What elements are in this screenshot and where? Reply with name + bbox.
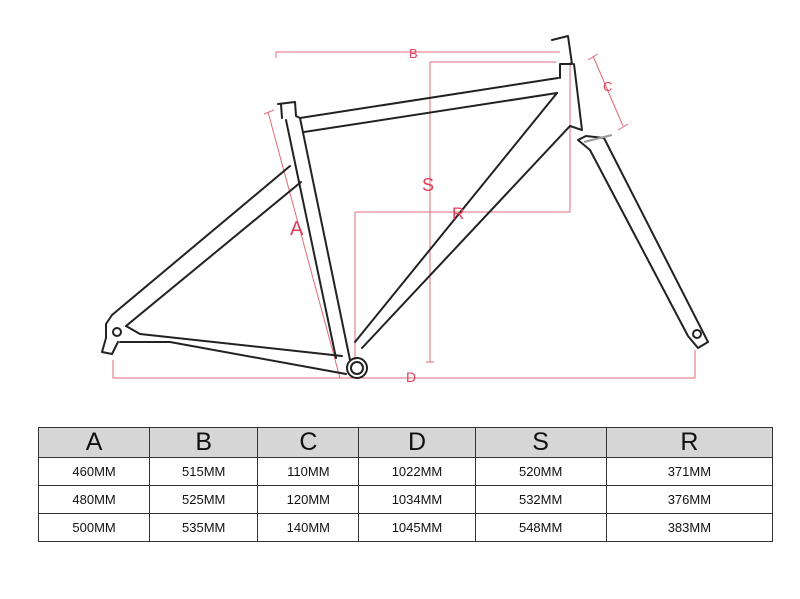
table-cell: 500MM	[37, 513, 151, 542]
table-cell: 110MM	[257, 457, 360, 486]
dimension-r-line	[354, 62, 571, 360]
head-tube	[551, 35, 583, 131]
table-cell: 376MM	[605, 485, 774, 514]
table-row: 460MM 515MM 110MM 1022MM 520MM 371MM	[37, 457, 774, 486]
table-cell: 1034MM	[358, 485, 476, 514]
fork	[577, 135, 709, 349]
rear-axle	[112, 327, 122, 337]
label-r: R	[452, 204, 464, 223]
table-cell: 515MM	[149, 457, 259, 486]
bike-frame	[101, 35, 709, 379]
table-cell: 120MM	[257, 485, 360, 514]
table-row: 500MM 535MM 140MM 1045MM 548MM 383MM	[37, 513, 774, 542]
label-b: B	[409, 46, 418, 61]
column-header-a: A	[37, 427, 151, 458]
column-header-d: D	[358, 427, 476, 458]
table-cell: 520MM	[474, 457, 607, 486]
down-tube	[354, 92, 571, 349]
table-cell: 535MM	[149, 513, 259, 542]
column-header-r: R	[605, 427, 774, 458]
label-s: S	[422, 175, 434, 195]
fork-crown-mark	[583, 134, 613, 143]
table-cell: 548MM	[474, 513, 607, 542]
table-cell: 371MM	[605, 457, 774, 486]
dimension-lines	[112, 51, 696, 379]
column-header-s: S	[474, 427, 607, 458]
dimension-d-line	[112, 350, 696, 379]
table-cell: 140MM	[257, 513, 360, 542]
bottom-bracket-inner	[350, 361, 364, 375]
chain-stay	[119, 325, 347, 375]
table-cell: 460MM	[37, 457, 151, 486]
rear-dropout	[101, 314, 119, 355]
dimension-c-line	[587, 53, 629, 131]
table-header-row: A B C D S R	[37, 427, 774, 458]
column-header-b: B	[149, 427, 259, 458]
table-cell: 383MM	[605, 513, 774, 542]
dimension-b-line	[275, 51, 560, 58]
column-header-c: C	[257, 427, 360, 458]
bottom-bracket	[346, 357, 368, 379]
table-cell: 525MM	[149, 485, 259, 514]
seat-tube	[277, 101, 351, 361]
label-a: A	[290, 218, 304, 240]
label-d: D	[406, 369, 416, 385]
label-c: C	[603, 79, 612, 94]
table-cell: 480MM	[37, 485, 151, 514]
table-cell: 532MM	[474, 485, 607, 514]
table-row: 480MM 525MM 120MM 1034MM 532MM 376MM	[37, 485, 774, 514]
dimension-labels: B C S R A D	[290, 46, 612, 385]
dimension-a-line	[263, 109, 341, 379]
geometry-table: A B C D S R 460MM 515MM 110MM 1022MM 520…	[37, 427, 774, 542]
table-cell: 1045MM	[358, 513, 476, 542]
bike-frame-geometry-diagram: B C S R A D	[101, 35, 709, 385]
seat-stay	[111, 165, 302, 327]
top-tube	[299, 77, 559, 133]
table-cell: 1022MM	[358, 457, 476, 486]
front-axle	[692, 329, 702, 339]
